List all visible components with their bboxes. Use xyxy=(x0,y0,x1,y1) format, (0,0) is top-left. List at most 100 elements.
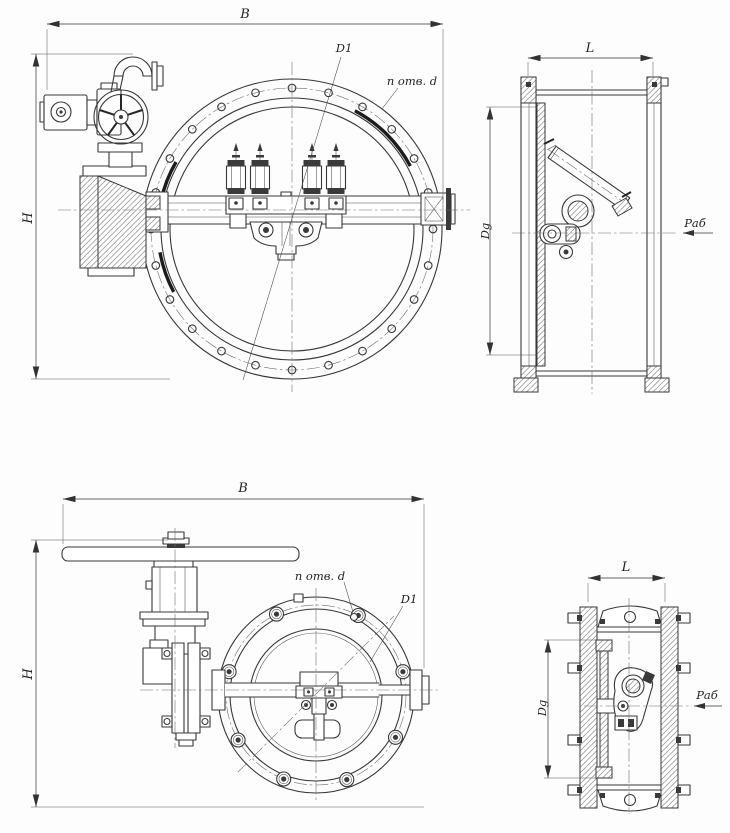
gearbox-flange-plate xyxy=(171,642,185,734)
stud-nut xyxy=(256,155,264,158)
shaft-end-bearing xyxy=(420,188,456,230)
disc-hub-housing xyxy=(249,221,323,261)
d1-leader-line xyxy=(242,56,342,381)
spring-foot-pin xyxy=(258,201,262,205)
seal-arc xyxy=(158,251,176,293)
dim-label-dg: Dg xyxy=(535,700,549,718)
bolt-hole xyxy=(151,261,161,270)
dim-label-h: H xyxy=(21,668,36,681)
dim-label-dg: Dg xyxy=(478,223,492,241)
flow-direction: Раб xyxy=(683,216,713,236)
bolt-hole xyxy=(251,88,260,98)
bolt-nut xyxy=(676,615,681,621)
view-bottom-side: Раб Dg L xyxy=(535,560,722,814)
dimension-dg-top: Dg xyxy=(478,106,537,356)
spring-foot-pin xyxy=(334,201,338,205)
hex-bolt-center xyxy=(226,669,232,675)
hex-bolt-washer xyxy=(271,609,282,620)
bolt-hole xyxy=(187,124,197,134)
lever-mechanism xyxy=(596,667,655,732)
bolt-hole xyxy=(165,295,175,304)
bolt-hole xyxy=(387,324,397,334)
hex-bolt-washer xyxy=(278,773,289,785)
bottom-saddle-bracket xyxy=(597,789,663,812)
spring-body xyxy=(225,165,247,190)
hex-bolt-washer xyxy=(397,666,408,677)
flow-label: Раб xyxy=(683,216,707,230)
holes-note-label: n отв. d xyxy=(387,74,437,88)
spring-bottom-cap xyxy=(303,188,321,194)
spring-bottom-cap xyxy=(227,188,245,194)
dimension-h-bottom: H xyxy=(21,539,424,808)
holes-leader-line xyxy=(343,581,354,613)
stud-nut xyxy=(332,155,340,158)
top-saddle-bracket xyxy=(597,605,663,628)
spring-loaded-studs xyxy=(225,143,347,210)
dimension-b-top: B xyxy=(46,7,444,200)
dim-label-b: B xyxy=(237,481,248,496)
disc-clamp-bottom xyxy=(621,191,632,198)
manual-gearbox xyxy=(61,531,300,747)
gearbox-flange-plate xyxy=(187,642,201,734)
hex-bolt-washer xyxy=(233,734,244,746)
dim-label-d1: D1 xyxy=(335,41,353,55)
hex-bolt-center xyxy=(392,734,399,740)
bolt-nut xyxy=(577,615,582,621)
stud-pin-tip xyxy=(333,143,339,151)
hex-bolt-center xyxy=(400,669,406,675)
spring-body xyxy=(249,165,271,190)
bolt-hole xyxy=(324,88,333,98)
bolt-nut xyxy=(577,737,582,743)
electric-actuator xyxy=(39,56,164,168)
dim-label-l: L xyxy=(585,41,595,56)
hex-bolt-washer xyxy=(341,774,352,785)
hex-bolt-center xyxy=(344,777,350,783)
conduit-elbow xyxy=(113,56,153,77)
bolt-hole xyxy=(324,360,333,370)
stud-nut xyxy=(232,155,240,158)
dim-label-d1: D1 xyxy=(400,592,418,606)
flow-arrow-icon xyxy=(683,230,694,236)
front-flange xyxy=(520,76,537,393)
view-top-front: B H D1 n отв. d xyxy=(21,7,470,392)
bolt-nut xyxy=(577,665,582,671)
handwheel-rim xyxy=(61,546,300,562)
flow-label: Раб xyxy=(695,688,719,702)
dimension-dg-bottom: Dg xyxy=(535,639,598,779)
dim-label-h: H xyxy=(21,212,36,225)
dimension-l-top: L xyxy=(527,41,654,76)
bolt-hole xyxy=(217,346,226,356)
spring-bottom-cap xyxy=(251,188,269,194)
view-top-side: Раб Dg L xyxy=(478,41,713,394)
bolt-hole xyxy=(423,261,433,270)
disc-clamp-mechanism xyxy=(294,671,343,741)
flange-hole xyxy=(349,612,359,622)
dimension-b-bottom: B xyxy=(62,481,425,668)
hex-bolt-center xyxy=(281,776,287,782)
gearbox-column xyxy=(151,566,198,613)
stud-pin-tip xyxy=(257,143,263,151)
rear-flange xyxy=(660,606,679,809)
motor-end-cap xyxy=(50,101,72,123)
spring-top-cap xyxy=(303,160,321,166)
d1-leader-line xyxy=(369,605,404,663)
bolt-hole xyxy=(387,124,397,134)
spring-bottom-cap xyxy=(327,188,345,194)
bolt-nut xyxy=(676,665,681,671)
bolt-nut xyxy=(577,787,582,793)
dimension-l-bottom: L xyxy=(587,560,666,602)
bolt-hole xyxy=(251,360,260,370)
diagonal-centerline xyxy=(237,615,395,773)
holes-note-label: n отв. d xyxy=(295,569,345,583)
lever-arm xyxy=(539,223,581,260)
actuator-mounting-bracket xyxy=(79,165,169,277)
stud-pin-tip xyxy=(233,143,239,151)
hex-bolt-center xyxy=(273,611,280,617)
bolt-nut xyxy=(676,787,681,793)
dim-label-l: L xyxy=(621,560,631,575)
view-bottom-front: B H n отв. d D1 xyxy=(21,481,440,808)
seal-arc xyxy=(354,109,412,167)
flow-direction: Раб xyxy=(694,688,722,709)
